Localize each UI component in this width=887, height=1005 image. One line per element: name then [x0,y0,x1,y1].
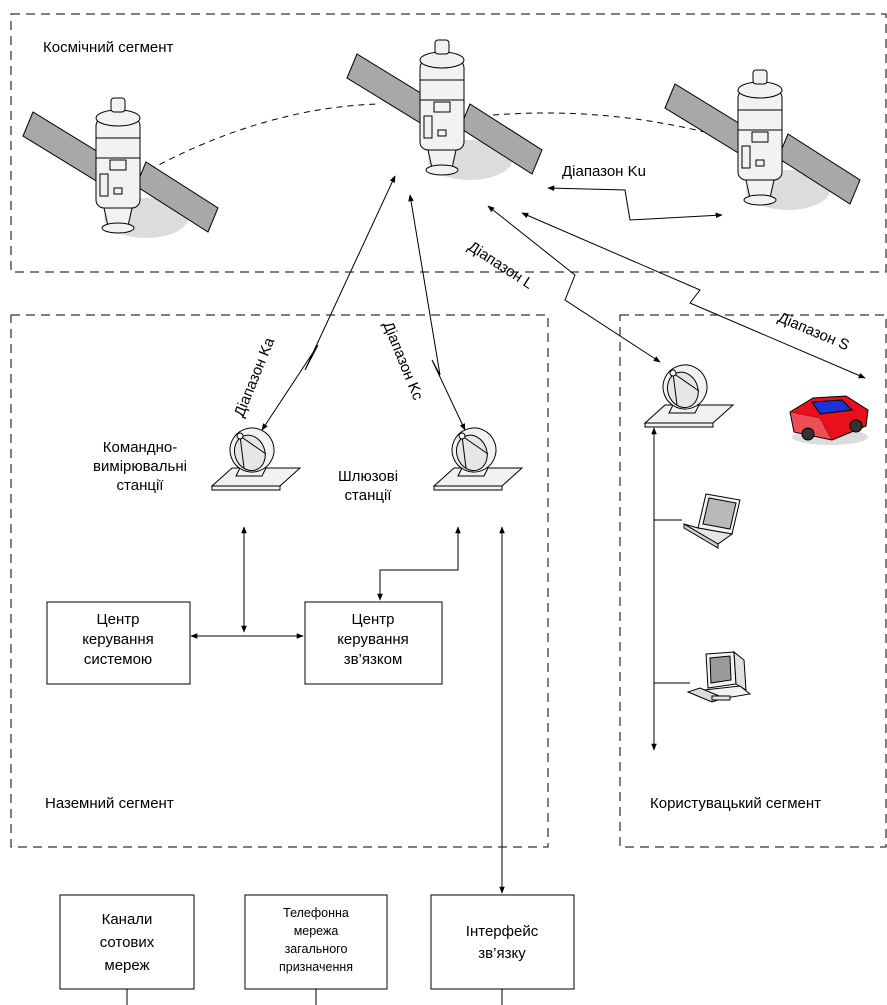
satellite-dish-icon [211,421,301,491]
ku-band-link [547,185,723,221]
user-segment-boundary [619,314,887,848]
communication-interface-line-1: Інтерфейс [466,923,539,940]
communication-control-center-line-3: зв’язком [344,651,403,668]
desktop-computer-icon [686,650,752,703]
gateway-link [377,526,461,601]
command-stations-label-line-1: Командно- [103,439,177,456]
command-stations-label-line-2: вимірювальні [93,458,187,475]
system-control-center-line-3: системою [84,651,152,668]
band-ku-label: Діапазон Ku [562,163,646,180]
cellular-channels-line-3: мереж [104,957,149,974]
telephone-network-line-4: призначення [279,960,353,974]
ground-segment-label: Наземний сегмент [45,795,174,812]
car-icon [789,395,869,445]
satellite-icon [346,39,543,181]
s-band-link [521,212,866,379]
communication-interface-line-2: зв’язку [478,945,526,962]
command-stations-label-line-3: станції [117,477,165,494]
band-s-label: Діапазон S [775,309,851,354]
satellite-icon [22,97,219,239]
cellular-channels-box [59,894,195,990]
satellite-icon [664,69,861,211]
telephone-network-box [244,894,388,990]
communication-control-center-box [304,601,443,685]
space-segment-boundary [10,13,887,273]
band-kc-label: Діапазон Kc [379,319,426,403]
communication-control-center-line-2: керування [337,631,409,648]
telephone-network-line-1: Телефонна [283,906,349,920]
gateway-stations-label-line-1: Шлюзові [338,468,398,485]
kc-band-link [408,194,466,431]
satellite-dish-icon [433,421,523,491]
system-control-center-box [46,601,191,685]
telephone-network-line-3: загального [285,942,348,956]
space-segment-label: Космічний сегмент [43,39,174,56]
ground-segment-boundary [10,314,549,848]
system-control-center-line-1: Центр [97,611,140,628]
cellular-channels-line-2: сотових [100,934,155,951]
telephone-network-line-2: мережа [294,924,339,938]
ka-band-link [261,175,396,431]
satellite-dish-icon [644,358,734,428]
system-control-center-line-2: керування [82,631,154,648]
communication-interface-box [430,894,575,990]
communication-control-center-line-1: Центр [352,611,395,628]
user-segment-label: Користувацький сегмент [650,795,821,812]
cellular-channels-line-1: Канали [102,911,153,928]
band-l-label: Діапазон L [465,238,536,293]
laptop-icon [683,493,741,549]
orbit-arc [139,103,379,176]
band-ka-label: Діапазон Ka [231,335,278,420]
gateway-stations-label-line-2: станції [345,487,393,504]
